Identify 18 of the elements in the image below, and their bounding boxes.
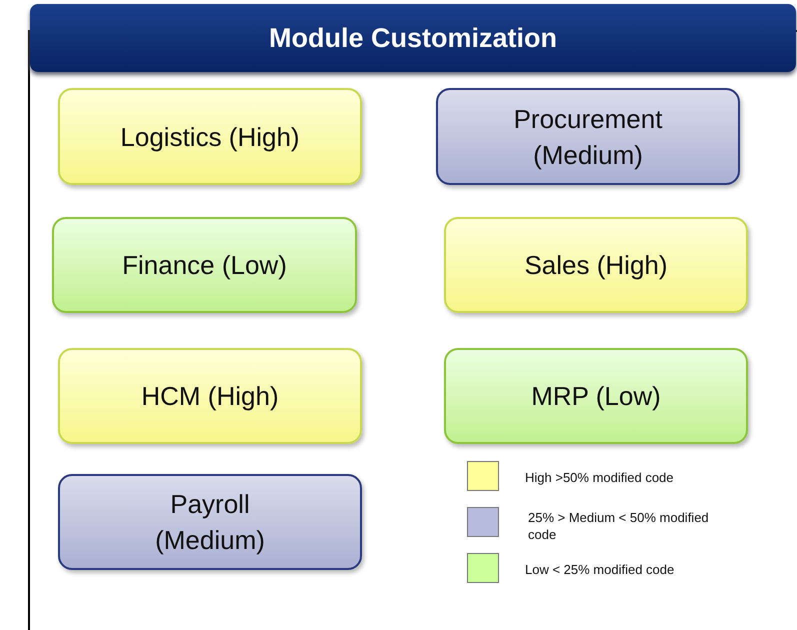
module-label: Payroll (Medium) — [154, 488, 266, 557]
module-box — [444, 348, 748, 444]
module-label: Logistics (High) — [120, 120, 300, 154]
legend-label: 25% > Medium < 50% modified code — [528, 509, 710, 543]
legend-label: High >50% modified code — [525, 469, 675, 486]
module-label: Procurement (Medium) — [512, 102, 664, 172]
module-label: MRP (Low) — [530, 380, 662, 413]
module-label: Sales (High) — [523, 249, 669, 282]
module-box — [58, 348, 362, 444]
module-box — [444, 217, 748, 313]
module-label: HCM (High) — [140, 380, 280, 413]
module-box — [58, 474, 362, 570]
module-box — [58, 88, 362, 185]
title: Module Customization — [269, 22, 557, 54]
module-box — [52, 217, 357, 313]
module-label: Finance (Low) — [121, 249, 288, 282]
module-box — [436, 88, 740, 185]
legend-label: Low < 25% modified code — [525, 561, 676, 578]
